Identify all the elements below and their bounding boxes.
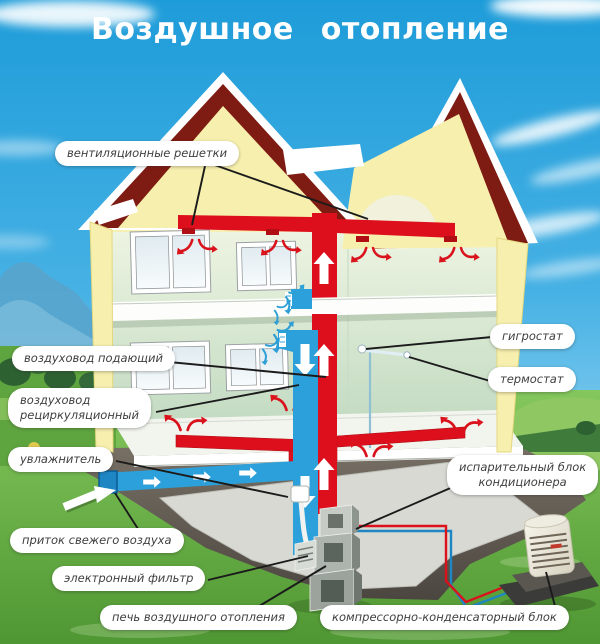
mountains bbox=[0, 261, 114, 352]
leader-lines bbox=[114, 162, 557, 611]
valley-cornice bbox=[283, 144, 364, 175]
label-evaporator-unit: испарительный блок кондиционера bbox=[447, 455, 599, 496]
compressor-condenser-unit bbox=[499, 514, 599, 607]
label-vent-grilles: вентиляционные решетки bbox=[55, 141, 240, 167]
label-furnace: печь воздушного отопления bbox=[100, 605, 297, 631]
label-thermostat: термостат bbox=[488, 367, 576, 393]
label-electronic-filter: электронный фильтр bbox=[52, 566, 206, 592]
thermostat-device bbox=[403, 351, 411, 359]
electronic-filter-box bbox=[294, 539, 317, 572]
label-hygrostat: гигростат bbox=[490, 324, 575, 350]
cloud-shapes bbox=[0, 0, 600, 278]
hygrostat-device bbox=[357, 344, 367, 354]
window bbox=[235, 240, 298, 292]
window bbox=[224, 342, 290, 392]
gutter-end bbox=[94, 199, 138, 225]
label-humidifier: увлажнитель bbox=[8, 447, 114, 473]
page-title: Воздушное отопление bbox=[91, 12, 509, 47]
label-compressor-unit: компрессорно-конденсаторный блок bbox=[320, 605, 569, 631]
label-recirculation-duct: воздуховод рециркуляционный bbox=[8, 388, 151, 429]
fresh-air-inflow-arrow-icon bbox=[62, 486, 116, 513]
label-supply-duct: воздуховод подающий bbox=[12, 346, 175, 372]
thermostat-hygrostat-stand bbox=[357, 344, 411, 448]
attic-supply-duct bbox=[178, 215, 457, 242]
furnace-unit bbox=[309, 532, 362, 612]
label-fresh-air-intake: приток свежего воздуха bbox=[10, 528, 184, 554]
